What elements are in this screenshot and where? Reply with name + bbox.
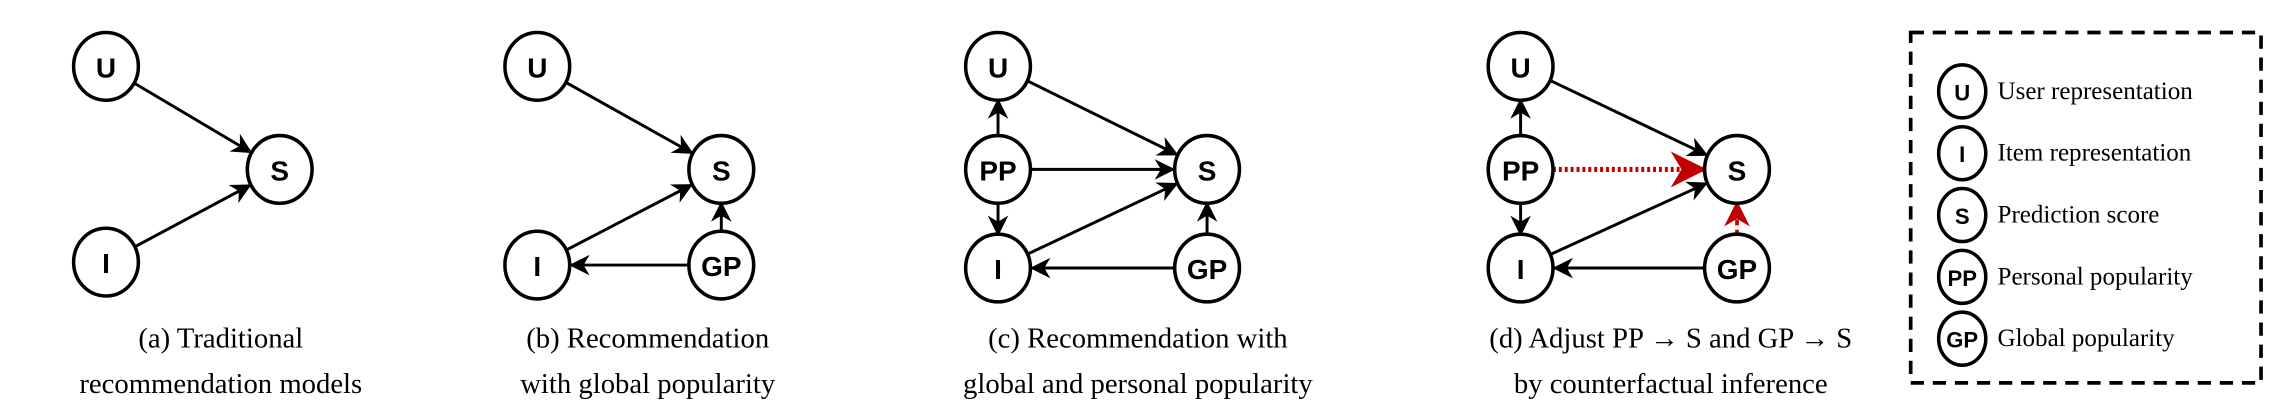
panel-c: U PP S I GP (c) Recommendation with global and… — [963, 30, 1313, 400]
edge-u-to-s — [1549, 78, 1709, 157]
node-circle — [963, 232, 1033, 304]
edge-i-to-s — [1026, 182, 1179, 256]
edge-u-to-s — [564, 80, 694, 155]
legend-text: Item representation — [1998, 140, 2192, 167]
node-pp: PP — [963, 133, 1033, 206]
edge-i-to-s — [1549, 181, 1709, 256]
legend-symbol-circle — [1936, 186, 1988, 244]
node-label: S — [1728, 155, 1747, 186]
node-circle — [963, 30, 1033, 102]
panel-caption-line: global and personal popularity — [963, 368, 1313, 400]
legend-symbol: GP — [1946, 328, 1978, 353]
node-label: U — [988, 52, 1008, 83]
node-pp: PP — [1486, 133, 1555, 206]
node-gp: GP — [687, 229, 756, 301]
node-i: I — [71, 226, 141, 298]
node-label: GP — [701, 251, 741, 282]
node-circle — [963, 133, 1033, 206]
node-s: S — [687, 133, 756, 206]
legend-symbol: S — [1955, 204, 1970, 229]
node-circle — [1486, 133, 1555, 206]
node-label: S — [270, 155, 289, 186]
node-u: U — [503, 30, 572, 102]
node-circle — [1702, 133, 1772, 206]
legend-text: Personal popularity — [1998, 263, 2194, 290]
legend-box — [1908, 30, 2263, 385]
node-circle — [71, 226, 141, 298]
node-circle — [687, 229, 756, 301]
node-i: I — [1486, 232, 1555, 304]
legend-symbol: U — [1954, 80, 1970, 105]
panel-caption-line: recommendation models — [79, 368, 362, 400]
node-circle — [1486, 30, 1555, 102]
node-i: I — [963, 232, 1033, 304]
node-label: S — [1198, 155, 1217, 186]
legend-symbol-circle — [1936, 63, 1988, 120]
legend-text: Prediction score — [1998, 202, 2160, 229]
node-s: S — [1172, 133, 1242, 206]
legend-symbol: PP — [1947, 266, 1976, 291]
legend-symbol-circle — [1936, 310, 1988, 367]
panel-caption-line: with global popularity — [520, 368, 776, 400]
node-circle — [1702, 232, 1772, 304]
legend-text: Global popularity — [1998, 325, 2176, 352]
legend-text: User representation — [1998, 78, 2194, 105]
node-label: I — [994, 254, 1002, 285]
node-u: U — [1486, 30, 1555, 102]
node-label: I — [533, 251, 541, 282]
node-s: S — [1702, 133, 1772, 206]
node-label: PP — [1502, 155, 1539, 186]
edge-i-to-s — [565, 183, 694, 252]
node-circle — [1172, 232, 1242, 304]
panel-caption-line: (d) Adjust PP → S and GP → S — [1489, 323, 1852, 355]
node-circle — [503, 30, 572, 102]
node-circle — [1172, 133, 1242, 206]
legend-item-u: U User representation — [1936, 63, 2194, 120]
node-s: S — [245, 133, 314, 206]
node-label: U — [1511, 52, 1531, 83]
node-label: GP — [1187, 254, 1227, 285]
panel-caption-line: by counterfactual inference — [1514, 368, 1828, 400]
node-gp: GP — [1702, 232, 1772, 304]
node-label: I — [102, 248, 110, 279]
node-label: U — [527, 52, 547, 83]
panel-d: U PP S I GP (d) Adjust PP → S and GP → S by co… — [1486, 30, 1852, 400]
edge-u-to-s — [1026, 79, 1179, 156]
node-i: I — [503, 229, 572, 301]
node-circle — [1486, 232, 1555, 304]
node-label: I — [1517, 254, 1525, 285]
node-circle — [245, 133, 314, 206]
legend-item-gp: GP Global popularity — [1936, 310, 2176, 367]
node-u: U — [963, 30, 1033, 102]
legend-item-i: I Item representation — [1936, 124, 2192, 182]
legend-symbol: I — [1959, 142, 1965, 167]
panel-caption-line: (b) Recommendation — [526, 323, 769, 355]
node-u: U — [71, 30, 141, 102]
node-label: S — [712, 155, 731, 186]
node-circle — [503, 229, 572, 301]
node-label: GP — [1717, 254, 1757, 285]
legend-symbol-circle — [1936, 248, 1988, 306]
panel-a: U S I (a) Traditional recommendation models — [71, 30, 362, 400]
panel-b: U S I GP (b) Recommendation with global popul… — [503, 30, 776, 400]
legend-symbol-circle — [1936, 124, 1988, 182]
legend-item-s: S Prediction score — [1936, 186, 2160, 244]
node-circle — [687, 133, 756, 206]
node-label: PP — [979, 155, 1016, 186]
panel-caption-line: (a) Traditional — [138, 323, 303, 355]
legend-item-pp: PP Personal popularity — [1936, 248, 2194, 306]
node-gp: GP — [1172, 232, 1242, 304]
panel-caption-line: (c) Recommendation with — [988, 323, 1288, 355]
edge-i-to-s — [133, 184, 252, 249]
node-circle — [71, 30, 141, 102]
node-label: U — [96, 52, 116, 83]
edge-u-to-s — [133, 81, 253, 154]
